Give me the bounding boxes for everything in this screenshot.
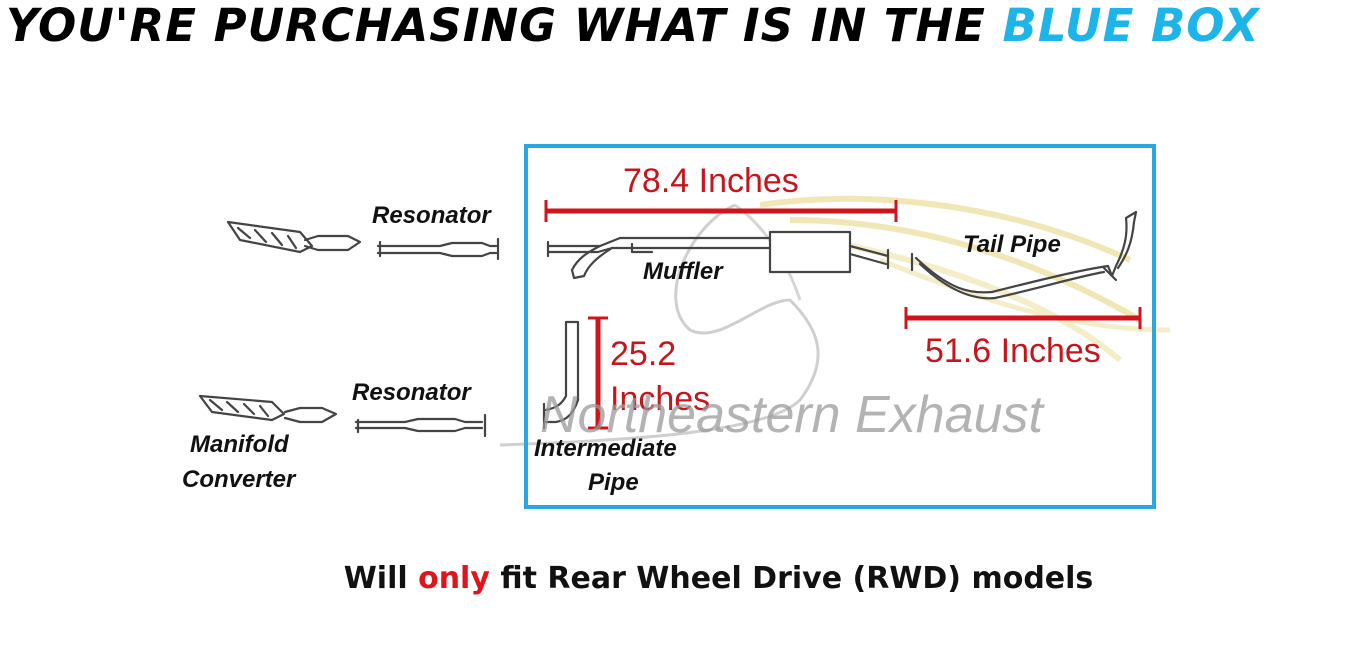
watermark-text: Northeastern Exhaust [540, 386, 1045, 444]
label-tail-pipe: Tail Pipe [963, 231, 1061, 258]
dimension-vertical [588, 316, 608, 430]
headline-prefix: YOU'RE PURCHASING WHAT IS IN THE [6, 0, 1003, 52]
dimension-vertical-unit: Inches [610, 380, 710, 418]
headline-highlight: BLUE BOX [1002, 0, 1260, 52]
dimension-right [904, 307, 1142, 329]
blue-box [524, 144, 1156, 509]
footer-emphasis: only [418, 561, 490, 596]
compatibility-note: Will only fit Rear Wheel Drive (RWD) mod… [0, 558, 1361, 600]
muffler-part [768, 230, 890, 274]
tail-pipe-part [910, 210, 1138, 300]
intermediate-pipe-part [542, 320, 580, 430]
dimension-right-label: 51.6 Inches [925, 332, 1101, 370]
front-pipe-part [546, 236, 772, 280]
dimension-top [544, 200, 898, 222]
label-converter: Converter [182, 466, 297, 493]
top-resonator-part [376, 237, 500, 261]
label-manifold: Manifold [190, 431, 290, 458]
label-resonator-bottom: Resonator [352, 379, 472, 406]
label-resonator-top: Resonator [372, 202, 492, 229]
footer-before: Will [343, 561, 419, 596]
dimension-top-label: 78.4 Inches [623, 162, 799, 200]
dimension-vertical-value: 25.2 [610, 335, 676, 373]
label-pipe: Pipe [588, 469, 639, 496]
top-manifold-part [226, 220, 362, 254]
headline: YOU'RE PURCHASING WHAT IS IN THE BLUE BO… [6, 0, 1356, 54]
footer-after: fit Rear Wheel Drive (RWD) models [489, 561, 1094, 596]
label-muffler: Muffler [643, 258, 724, 285]
bottom-manifold-part [198, 394, 338, 424]
label-intermediate: Intermediate [534, 435, 677, 462]
bottom-resonator-part [354, 413, 487, 438]
